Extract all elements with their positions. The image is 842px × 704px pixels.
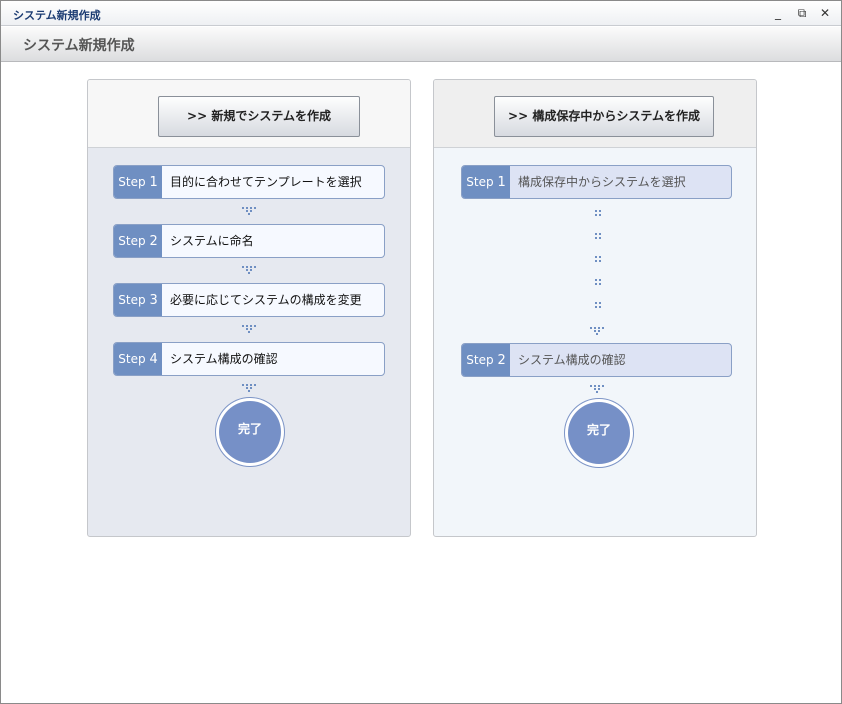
arrow-down-icon bbox=[242, 325, 256, 333]
step-label: 構成保存中からシステムを選択 bbox=[518, 175, 686, 189]
minimize-icon[interactable]: _ bbox=[775, 6, 781, 20]
header-bar: システム新規作成 bbox=[1, 27, 841, 62]
step-1-item: Step 1 目的に合わせてテンプレートを選択 bbox=[113, 165, 385, 199]
dotted-connector-icon bbox=[595, 256, 601, 262]
step-badge: Step 2 bbox=[462, 344, 510, 376]
step-badge: Step 2 bbox=[114, 225, 162, 257]
step-1-item: Step 1 構成保存中からシステムを選択 bbox=[461, 165, 732, 199]
arrow-down-icon bbox=[590, 385, 604, 393]
step-badge: Step 4 bbox=[114, 343, 162, 375]
step-4-item: Step 4 システム構成の確認 bbox=[113, 342, 385, 376]
arrow-down-icon bbox=[242, 266, 256, 274]
step-label: システムに命名 bbox=[170, 234, 254, 248]
step-label: 目的に合わせてテンプレートを選択 bbox=[170, 175, 362, 189]
step-label: システム構成の確認 bbox=[518, 353, 626, 367]
restore-icon[interactable]: ⧉ bbox=[797, 6, 807, 20]
panel-header: >> 構成保存中からシステムを作成 bbox=[434, 80, 756, 148]
create-from-saved-config-button[interactable]: >> 構成保存中からシステムを作成 bbox=[494, 96, 714, 137]
dotted-connector-icon bbox=[595, 302, 601, 308]
step-badge: Step 3 bbox=[114, 284, 162, 316]
dotted-connector-icon bbox=[595, 233, 601, 239]
step-2-item: Step 2 システム構成の確認 bbox=[461, 343, 732, 377]
arrow-down-icon bbox=[242, 207, 256, 215]
step-badge: Step 1 bbox=[114, 166, 162, 198]
saved-config-panel: >> 構成保存中からシステムを作成 Step 1 構成保存中からシステムを選択 … bbox=[433, 79, 757, 537]
new-system-panel: >> 新規でシステムを作成 Step 1 目的に合わせてテンプレートを選択 St… bbox=[87, 79, 411, 537]
window-title: システム新規作成 bbox=[13, 9, 101, 22]
step-label: システム構成の確認 bbox=[170, 352, 278, 366]
dotted-connector-icon bbox=[595, 279, 601, 285]
close-icon[interactable]: ✕ bbox=[819, 6, 831, 20]
step-badge: Step 1 bbox=[462, 166, 510, 198]
page-title: システム新規作成 bbox=[23, 38, 135, 54]
arrow-down-icon bbox=[242, 384, 256, 392]
step-2-item: Step 2 システムに命名 bbox=[113, 224, 385, 258]
step-label: 必要に応じてシステムの構成を変更 bbox=[170, 293, 362, 307]
done-circle: 完了 bbox=[219, 401, 281, 463]
panel-header: >> 新規でシステムを作成 bbox=[88, 80, 410, 148]
create-new-system-button[interactable]: >> 新規でシステムを作成 bbox=[158, 96, 360, 137]
step-3-item: Step 3 必要に応じてシステムの構成を変更 bbox=[113, 283, 385, 317]
arrow-down-icon bbox=[590, 327, 604, 335]
dotted-connector-icon bbox=[595, 210, 601, 216]
done-circle: 完了 bbox=[568, 402, 630, 464]
title-bar: システム新規作成 _ ⧉ ✕ bbox=[1, 1, 841, 26]
